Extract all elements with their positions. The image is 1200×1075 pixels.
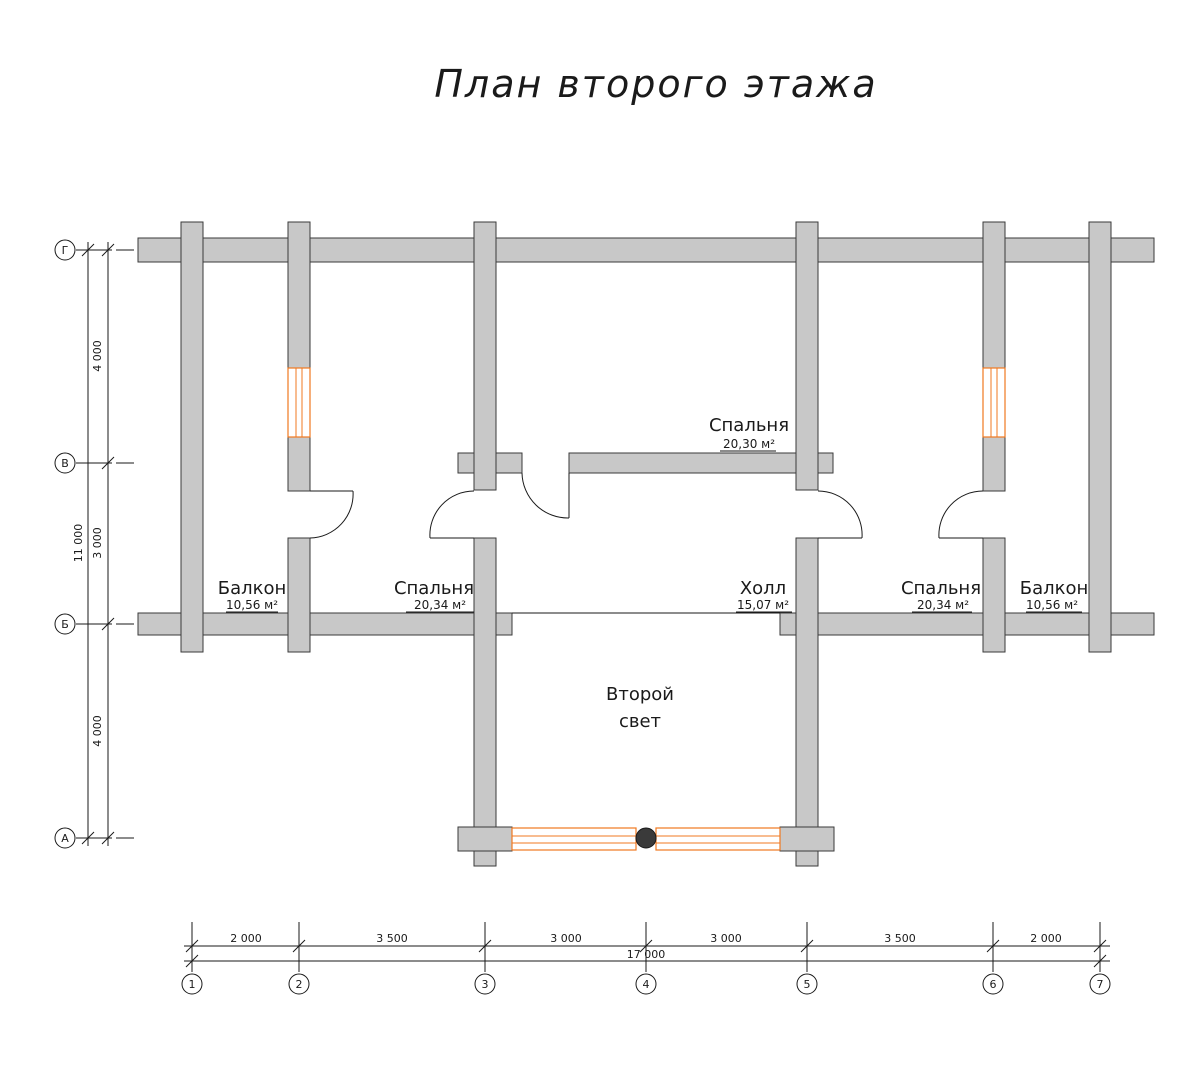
- svg-text:4: 4: [643, 978, 650, 991]
- bottom-axes: 2 000 3 500 3 000 3 000 3 500 2 000 17 0…: [181, 922, 1111, 995]
- room-area: 20,34 м²: [917, 598, 969, 612]
- second-light: Второй свет: [606, 684, 674, 732]
- wall-col-6-bottom: [982, 537, 1006, 653]
- dim-left: 4 000: [91, 715, 104, 747]
- second-light-line-1: Второй: [606, 684, 674, 705]
- wall-col-5-bottom: [795, 537, 819, 867]
- dim-left: 4 000: [91, 340, 104, 372]
- axis-marker-col: 1: [181, 973, 203, 995]
- door-balcony-left: [309, 490, 354, 539]
- axis-marker-col: 2: [288, 973, 310, 995]
- room-balcony-left: Балкон 10,56 м²: [218, 578, 287, 613]
- wall-col-2-mid: [287, 436, 311, 492]
- wall-col-7: [1088, 221, 1112, 653]
- svg-text:2: 2: [296, 978, 303, 991]
- svg-text:В: В: [61, 457, 69, 470]
- axis-marker-col: 5: [796, 973, 818, 995]
- axis-marker-row: Г: [54, 239, 76, 261]
- axis-marker-col: 4: [635, 973, 657, 995]
- room-area: 20,34 м²: [414, 598, 466, 612]
- window-south-right: [655, 827, 781, 851]
- room-name: Спальня: [394, 578, 474, 599]
- wall-col-1: [180, 221, 204, 653]
- room-name: Холл: [740, 578, 786, 599]
- windows: [287, 367, 1006, 851]
- room-hall: Холл 15,07 м²: [736, 578, 792, 613]
- dim-bottom: 3 000: [710, 932, 742, 945]
- dim-left-total: 11 000: [72, 524, 85, 563]
- doors: [309, 472, 984, 539]
- wall-col-5-top: [795, 221, 819, 491]
- svg-text:Г: Г: [62, 244, 69, 257]
- axis-marker-col: 6: [982, 973, 1004, 995]
- svg-text:5: 5: [804, 978, 811, 991]
- room-name: Спальня: [901, 578, 981, 599]
- dim-bottom: 3 000: [550, 932, 582, 945]
- axis-marker-col: 3: [474, 973, 496, 995]
- svg-text:7: 7: [1097, 978, 1104, 991]
- axis-marker-col: 7: [1089, 973, 1111, 995]
- wall-col-3-top: [473, 221, 497, 491]
- svg-text:6: 6: [990, 978, 997, 991]
- plan-title: План второго этажа: [434, 62, 878, 106]
- room-bedroom-right: Спальня 20,34 м²: [901, 578, 981, 613]
- door-bedroom-top: [521, 472, 570, 519]
- room-area: 15,07 м²: [737, 598, 789, 612]
- svg-text:А: А: [61, 832, 69, 845]
- door-bedroom-left: [429, 490, 475, 539]
- window-col-6: [982, 367, 1006, 438]
- wall-b-right: [779, 612, 1155, 636]
- room-area: 10,56 м²: [226, 598, 278, 612]
- second-light-line-2: свет: [619, 711, 661, 732]
- room-name: Балкон: [1020, 578, 1089, 599]
- axis-marker-row: В: [54, 452, 76, 474]
- svg-text:1: 1: [189, 978, 196, 991]
- window-col-2: [287, 367, 311, 438]
- wall-col-6-mid: [982, 436, 1006, 492]
- room-bedroom-left: Спальня 20,34 м²: [394, 578, 474, 613]
- room-bedroom-top: Спальня 20,30 м²: [709, 415, 789, 452]
- room-name: Балкон: [218, 578, 287, 599]
- dim-bottom-total: 17 000: [627, 948, 666, 961]
- axis-marker-row: А: [54, 827, 76, 849]
- column-post: [635, 827, 657, 849]
- wall-v-mid: [568, 452, 834, 474]
- room-balcony-right: Балкон 10,56 м²: [1020, 578, 1089, 613]
- room-name: Спальня: [709, 415, 789, 436]
- dim-bottom: 3 500: [884, 932, 916, 945]
- room-area: 20,30 м²: [723, 437, 775, 451]
- dim-bottom: 2 000: [230, 932, 262, 945]
- dim-left: 3 000: [91, 527, 104, 559]
- svg-text:Б: Б: [61, 618, 69, 631]
- door-bedroom-right: [938, 490, 984, 539]
- axis-marker-row: Б: [54, 613, 76, 635]
- door-bedroom-right-top: [817, 490, 863, 539]
- dim-bottom: 2 000: [1030, 932, 1062, 945]
- window-south-left: [511, 827, 637, 851]
- room-area: 10,56 м²: [1026, 598, 1078, 612]
- room-labels: Балкон 10,56 м² Спальня 20,34 м² Спальня…: [218, 415, 1089, 732]
- walls: [137, 221, 1155, 867]
- dim-bottom: 3 500: [376, 932, 408, 945]
- wall-col-2-bottom: [287, 537, 311, 653]
- svg-text:3: 3: [482, 978, 489, 991]
- wall-col-3-bottom: [473, 537, 497, 867]
- left-axes: Г В Б А 4 000 3 000 4 000 11 000: [54, 239, 134, 849]
- wall-b-left: [137, 612, 513, 636]
